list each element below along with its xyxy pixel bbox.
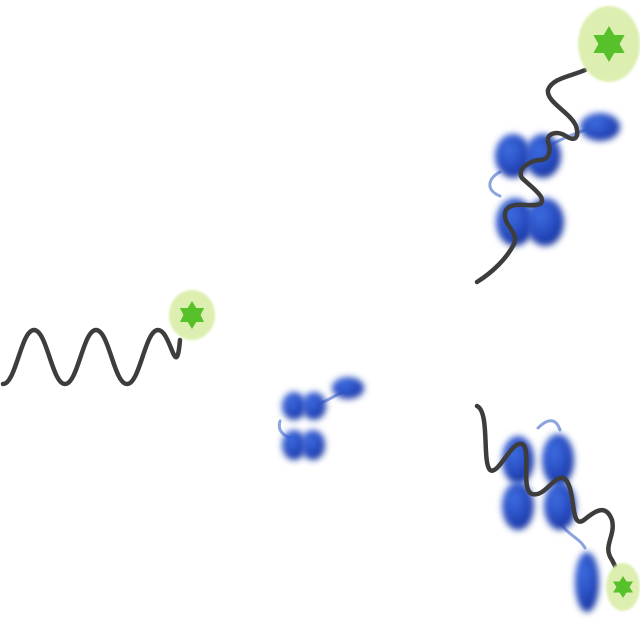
protein-domain [544,482,576,530]
protein-domain [580,113,620,141]
six-point-star-icon [179,301,205,329]
protein-domain [525,134,561,178]
six-point-star-icon [593,26,625,62]
protein-domain [502,482,534,530]
dna-strand [0,327,183,387]
protein-domain [526,198,564,246]
fluorophore [606,563,640,611]
dna-strand [474,67,588,285]
fluorophore [578,6,640,82]
six-point-star-icon [613,576,633,598]
protein-linker [488,170,502,198]
free-protein [277,377,364,460]
protein-domain [282,430,306,460]
protein-domain [332,377,364,399]
protein-domain [282,392,306,420]
dna-strand [474,403,626,585]
protein-domain [301,430,325,460]
protein-linker [536,419,562,432]
free-labeled-strand [0,290,215,387]
complex-bottom [474,403,640,612]
fluorophore [169,290,215,340]
protein-domain [302,392,326,420]
complex-top [474,6,640,285]
protein-domain [542,434,574,486]
protein-domain [575,552,599,612]
